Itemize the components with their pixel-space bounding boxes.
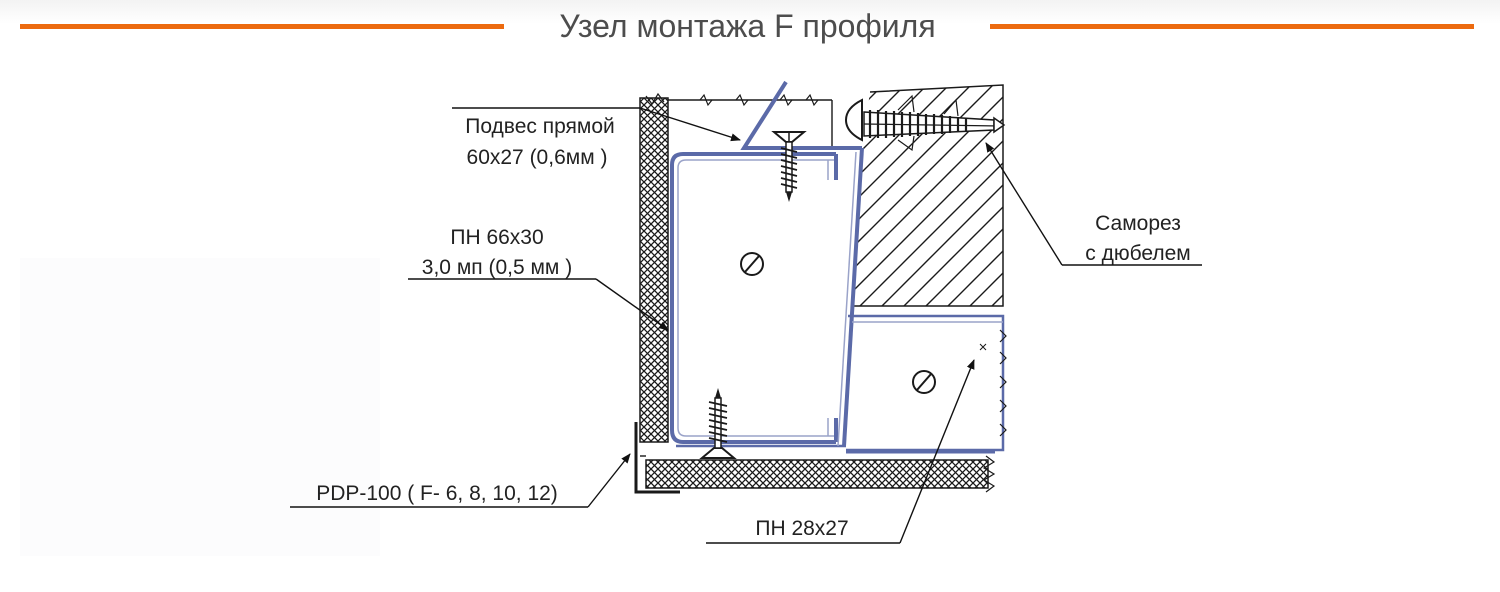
screw-icon bbox=[771, 131, 807, 202]
bolt-head-icon bbox=[740, 252, 764, 276]
concrete-wall bbox=[853, 84, 1004, 307]
leader-hanger bbox=[452, 107, 741, 142]
header-background bbox=[0, 0, 1500, 24]
drywall-vertical bbox=[639, 92, 669, 443]
pn-66x30-profile bbox=[670, 152, 846, 448]
label-pn-66x30-line2: 3,0 мп (0,5 мм ) bbox=[422, 256, 572, 279]
leader-pdp-100 bbox=[290, 453, 631, 508]
label-hanger-line2: 60x27 (0,6мм ) bbox=[467, 146, 608, 169]
straight-hanger bbox=[740, 80, 864, 447]
pdp-100-f-profile bbox=[634, 422, 680, 494]
label-pdp-100: PDP-100 ( F- 6, 8, 10, 12) bbox=[316, 482, 558, 505]
header-rule-left bbox=[20, 24, 504, 29]
label-pn-66x30-line1: ПН 66x30 bbox=[450, 226, 543, 249]
drywall-horizontal bbox=[645, 455, 996, 493]
label-screw-line2: с дюбелем bbox=[1085, 242, 1190, 265]
header-rule-right bbox=[990, 24, 1474, 29]
screw-icon bbox=[699, 388, 737, 459]
page-title: Узел монтажа F профиля bbox=[559, 8, 936, 44]
bolt-head-icon bbox=[912, 370, 936, 394]
label-screw-line1: Саморез bbox=[1095, 212, 1181, 235]
anchor-screw-icon bbox=[844, 94, 1006, 152]
leader-pn-28x27 bbox=[706, 359, 975, 544]
label-hanger-line1: Подвес прямой bbox=[465, 115, 615, 138]
label-pn-28x27: ПН 28x27 bbox=[755, 517, 848, 540]
leader-pn-66x30 bbox=[408, 278, 669, 331]
pn-28x27-profile bbox=[846, 314, 1007, 454]
cavity-top-break-line bbox=[668, 93, 833, 148]
leader-screw-dowel bbox=[985, 142, 1202, 266]
